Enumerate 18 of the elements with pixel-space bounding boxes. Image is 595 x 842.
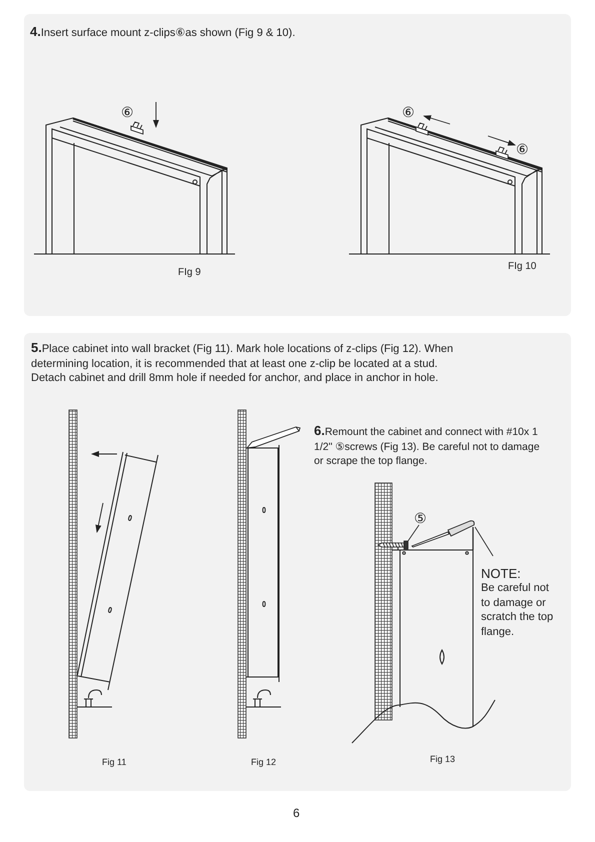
note-text: Be careful not to damage or scratch the top flange. xyxy=(481,581,554,639)
instruction-text: 5.Place cabinet into wall bracket (Fig 11). Mark hole locations of z-clips (Fig 12). When determining location, it is recommended that at least one z-clip be located at a stud. Detach cabinet and drill 8mm hole if needed for anchor, and place in anchor in hole. xyxy=(31,341,454,386)
screw-icon xyxy=(377,540,408,550)
leader-line xyxy=(408,524,420,542)
instruction-text: 4.Insert surface mount z-clips⑥as shown (Fig 9 & 10). xyxy=(30,24,296,41)
callout-number: ⑥ xyxy=(121,104,134,120)
note-heading: NOTE: xyxy=(481,566,522,581)
figure-caption: Fig 11 xyxy=(102,756,126,768)
callout-number: ⑥ xyxy=(516,141,529,157)
callout-number: ⑥ xyxy=(402,104,415,120)
page-number: 6 xyxy=(293,806,300,820)
figure-caption: FIg 10 xyxy=(508,260,536,274)
figure-caption: FIg 9 xyxy=(178,266,201,280)
figure-caption: Fig 12 xyxy=(251,756,276,768)
leader-line xyxy=(474,526,494,556)
callout-number: ⑤ xyxy=(414,511,427,525)
figure-caption: Fig 13 xyxy=(430,753,456,765)
instruction-text: 6.Remount the cabinet and connect with #10x 1 1/2" ⑤screws (Fig 13). Be careful not to damage or scrape the top flange. xyxy=(314,424,541,468)
